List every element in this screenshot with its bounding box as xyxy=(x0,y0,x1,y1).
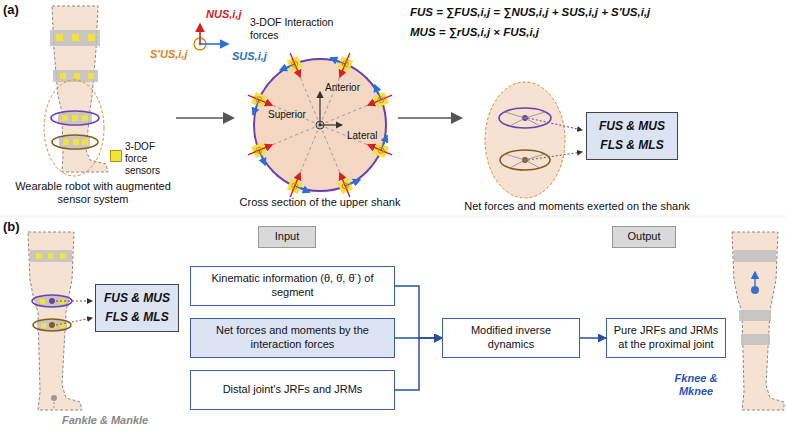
flow-arrow xyxy=(580,337,606,339)
output-box: Pure JRFs and JRMs at the proximal joint xyxy=(606,318,726,358)
label-text: Fknee & Mknee xyxy=(664,372,728,398)
leg-figure xyxy=(44,6,108,176)
header-box: Output xyxy=(612,226,676,248)
label-text: S′US,i,j xyxy=(150,48,187,61)
input-box: Kinematic information (θ, θ̇, θ̈ ) of se… xyxy=(190,266,395,306)
label-text: 3-DOF Interaction forces xyxy=(250,16,340,41)
shank-figure xyxy=(485,82,582,198)
legend-swatch xyxy=(110,150,122,162)
node-text: Modified inverse dynamics xyxy=(449,324,573,352)
node-text: FUS & MUS xyxy=(104,291,170,306)
node-text: FLS & MLS xyxy=(105,310,168,325)
label-text: Lateral xyxy=(347,130,378,142)
node-text: Distal joint's JRFs and JRMs xyxy=(223,383,363,397)
node-text: Input xyxy=(275,230,299,244)
input-box: Distal joint's JRFs and JRMs xyxy=(190,370,395,410)
net-force-box: FUS & MUS FLS & MLS xyxy=(586,112,678,160)
net-force-box: FUS & MUS FLS & MLS xyxy=(95,284,179,332)
label-text: MUS = ∑rUS,i,j × FUS,i,j xyxy=(410,26,539,40)
label-text: Wearable robot with augmented sensor sys… xyxy=(8,180,178,206)
label-text: (a) xyxy=(3,2,19,18)
force-symbol xyxy=(194,24,228,50)
label-text: Superior xyxy=(268,109,306,121)
leg-figure-left xyxy=(28,232,92,410)
label-text: FUS = ∑FUS,i,j = ∑NUS,i,j + SUS,i,j + S′… xyxy=(410,6,650,20)
label-text: Cross section of the upper shank xyxy=(232,196,408,209)
node-text: FUS & MUS xyxy=(599,119,665,134)
header-box: Input xyxy=(258,226,316,248)
flow-arrow xyxy=(395,286,442,338)
node-text: Kinematic information (θ, θ̇, θ̈ ) of se… xyxy=(197,272,388,300)
node-text: Net forces and moments by the interactio… xyxy=(197,324,388,352)
node-text: FLS & MLS xyxy=(600,138,663,153)
legend-text: 3-DOF force sensors xyxy=(125,141,175,177)
flow-arrow xyxy=(395,338,442,390)
label-text: Fankle & Mankle xyxy=(62,414,148,427)
label-text: NUS,i,j xyxy=(206,8,241,21)
label-text: Anterior xyxy=(325,82,360,94)
label-text: (b) xyxy=(3,219,20,235)
input-box: Net forces and moments by the interactio… xyxy=(190,318,395,358)
leg-figure-right xyxy=(732,232,784,410)
label-text: SUS,i,j xyxy=(232,50,267,63)
label-text: Net forces and moments exerted on the sh… xyxy=(452,200,702,213)
node-text: Pure JRFs and JRMs at the proximal joint xyxy=(613,324,719,352)
process-box: Modified inverse dynamics xyxy=(442,318,580,358)
node-text: Output xyxy=(627,230,660,244)
cross-section xyxy=(248,53,392,197)
